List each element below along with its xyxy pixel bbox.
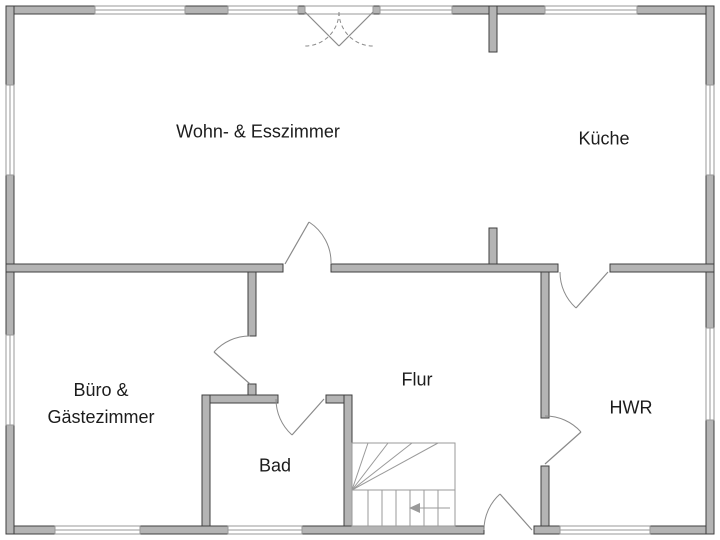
stair-winder-line [351, 442, 439, 491]
wall-top-segment [636, 5, 715, 15]
wall-right-segment [705, 5, 715, 86]
wall-left-segment [5, 5, 15, 86]
wall-top-segment [184, 5, 229, 15]
door-living-room [284, 221, 332, 265]
stair-outline [351, 442, 456, 527]
door-kitchen-hwr [559, 271, 609, 309]
window [705, 327, 715, 421]
wall-office-segment [247, 271, 257, 337]
wall-hwr-segment [540, 465, 550, 527]
wall-right-segment [705, 174, 715, 329]
wall-bottom-segment [649, 525, 715, 535]
wall-right-segment [705, 419, 715, 535]
door-hallway-hwr [544, 415, 582, 465]
wall-left-segment [5, 174, 15, 336]
window [379, 5, 453, 15]
wall-middle-segment [5, 263, 284, 273]
room-label-hwr: HWR [609, 397, 653, 418]
room-label-flur: Flur [401, 369, 433, 390]
wall-middle-segment [609, 263, 715, 273]
window [227, 5, 299, 15]
window [227, 525, 303, 535]
window [544, 5, 638, 15]
balcony-double-door [304, 5, 374, 47]
interior-walls [5, 5, 715, 527]
window [705, 84, 715, 176]
room-label-kueche: Küche [578, 128, 630, 149]
window [54, 525, 141, 535]
window [94, 5, 186, 15]
wall-top-segment [5, 5, 96, 15]
stair-winder-line [351, 442, 389, 491]
staircase [351, 442, 456, 527]
windows [5, 5, 715, 535]
wall-bath-left [201, 394, 211, 527]
stair-arrow-icon [409, 503, 420, 513]
room-label-wohn-esszimmer: Wohn- & Esszimmer [176, 121, 340, 142]
window [559, 525, 651, 535]
wall-bottom-segment [139, 525, 229, 535]
window [5, 84, 15, 176]
room-label-buero-gaestezimmer: Büro & Gästezimmer [47, 380, 155, 427]
wall-bottom-segment [301, 525, 485, 535]
wall-kitchen-stub-bottom [488, 227, 498, 265]
door-bathroom [275, 398, 325, 436]
wall-bottom-segment [533, 525, 561, 535]
stair-winder-line [351, 442, 413, 491]
window [5, 334, 15, 426]
wall-left-segment [5, 424, 15, 535]
wall-hwr-segment [540, 271, 550, 419]
wall-middle-segment [330, 263, 559, 273]
doors [213, 5, 609, 531]
door-office [213, 335, 251, 385]
wall-kitchen-stub-top [488, 5, 498, 53]
room-label-bad: Bad [258, 455, 292, 476]
wall-top-segment [297, 5, 306, 15]
wall-bath-right [343, 394, 353, 527]
entrance-door [483, 493, 533, 531]
wall-bath-top-segment [201, 394, 279, 404]
wall-top-segment [451, 5, 546, 15]
wall-top-segment [372, 5, 381, 15]
stair-winder-line [351, 442, 369, 491]
